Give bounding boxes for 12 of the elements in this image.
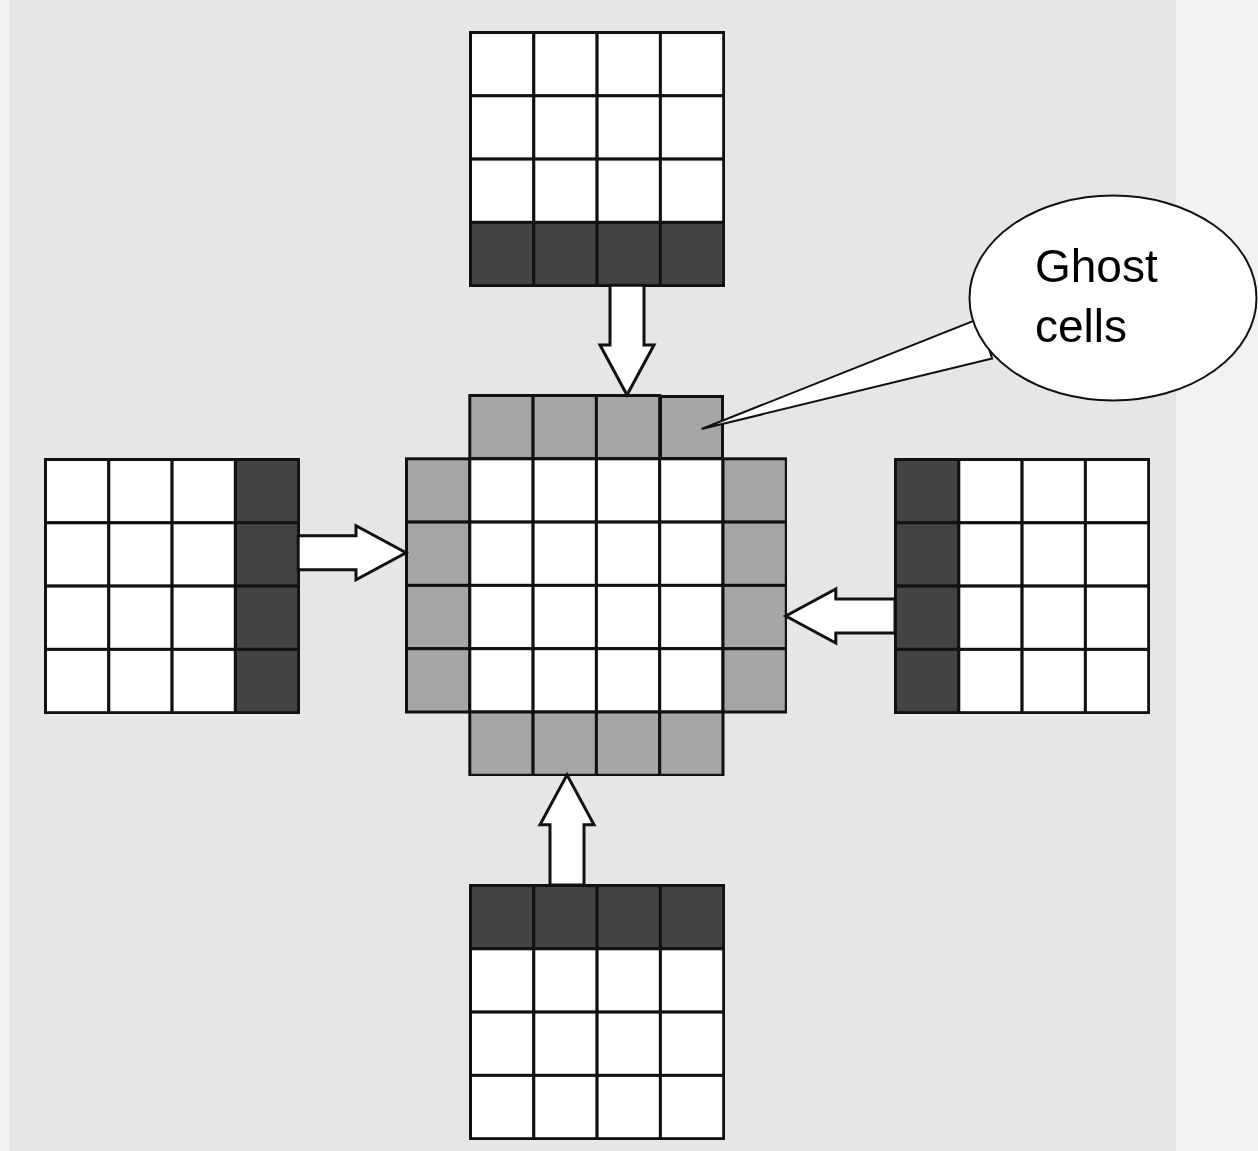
speech-bubble: [968, 194, 1258, 402]
block-arrow: [782, 586, 897, 646]
block-arrow: [296, 523, 410, 583]
ghost-cell: [659, 395, 725, 461]
grid-drawing: [470, 32, 724, 286]
grid-drawing: [406, 395, 786, 775]
block-arrow: [537, 771, 597, 887]
grid-drawing: [45, 459, 299, 713]
callout-text: Ghost cells: [1035, 239, 1159, 354]
block-arrow: [597, 283, 657, 399]
grid-drawing: [470, 885, 724, 1139]
grid-drawing: [895, 459, 1149, 713]
